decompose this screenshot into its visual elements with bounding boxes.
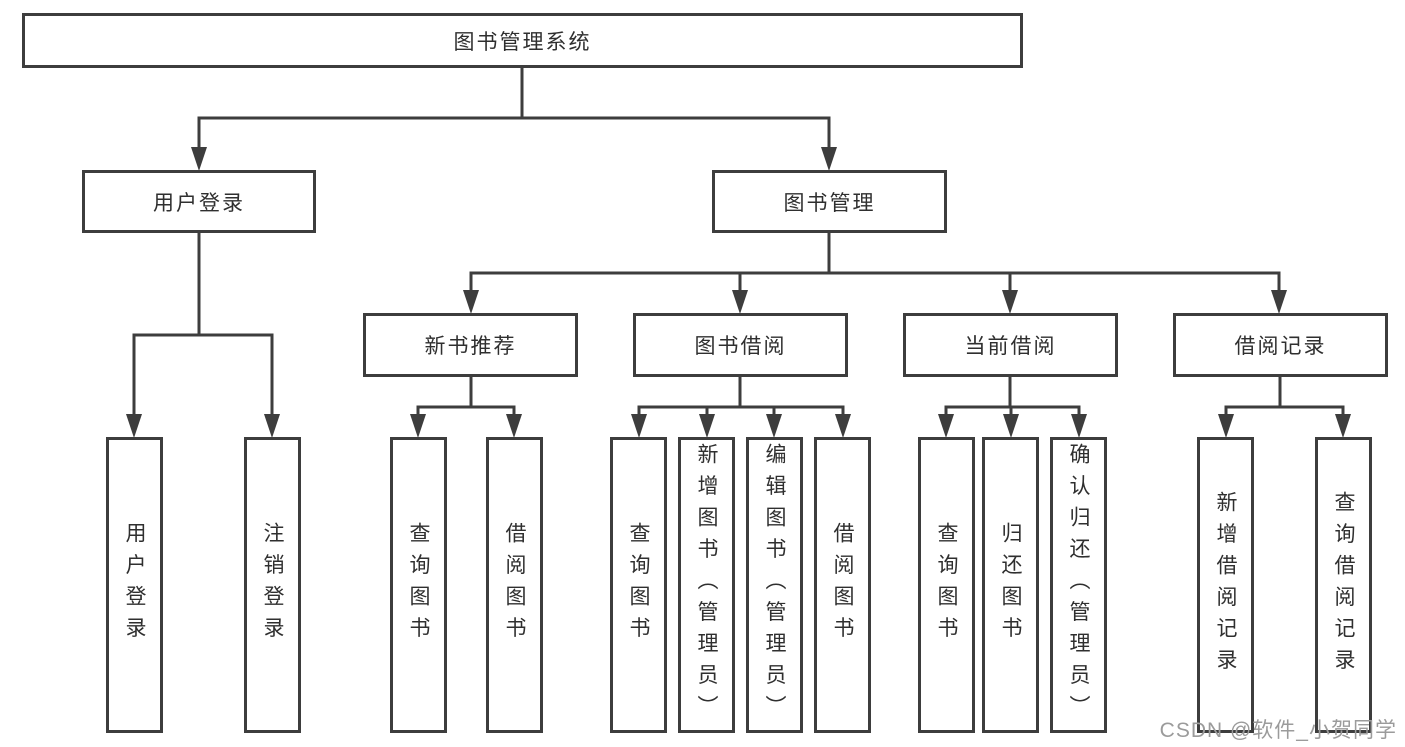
node-new-book-recommend: 新书推荐 xyxy=(363,313,578,377)
connector-root-to-level2 xyxy=(197,66,831,154)
arrow-down-icon xyxy=(631,414,647,438)
connector-new-book-branch xyxy=(416,374,516,420)
arrow-down-icon xyxy=(463,290,479,314)
leaf-confirm-return-admin: 确认归还（管理员） xyxy=(1050,437,1107,733)
connector-borrow-records-branch xyxy=(1224,374,1345,420)
arrow-down-icon xyxy=(1218,414,1234,438)
arrow-down-icon xyxy=(410,414,426,438)
node-book-borrow: 图书借阅 xyxy=(633,313,848,377)
node-library-management-system: 图书管理系统 xyxy=(22,13,1023,68)
node-borrow-records: 借阅记录 xyxy=(1173,313,1388,377)
arrow-down-icon xyxy=(821,147,837,171)
connector-book-borrow-branch xyxy=(637,374,845,420)
arrow-down-icon xyxy=(1071,414,1087,438)
arrow-down-icon xyxy=(732,290,748,314)
connector-current-borrow-branch xyxy=(944,374,1081,420)
arrow-down-icon xyxy=(766,414,782,438)
arrow-down-icon xyxy=(506,414,522,438)
leaf-borrow-books: 借阅图书 xyxy=(814,437,871,733)
leaf-query-books-current: 查询图书 xyxy=(918,437,975,733)
arrow-down-icon xyxy=(699,414,715,438)
leaf-add-books-admin: 新增图书（管理员） xyxy=(678,437,735,733)
leaf-edit-books-admin: 编辑图书（管理员） xyxy=(746,437,803,733)
arrow-down-icon xyxy=(1003,414,1019,438)
connector-user-login-branch xyxy=(132,231,274,420)
leaf-add-borrow-record: 新增借阅记录 xyxy=(1197,437,1254,733)
arrow-down-icon xyxy=(1271,290,1287,314)
node-user-login: 用户登录 xyxy=(82,170,316,233)
leaf-return-books: 归还图书 xyxy=(982,437,1039,733)
leaf-query-books-recommend: 查询图书 xyxy=(390,437,447,733)
node-current-borrow: 当前借阅 xyxy=(903,313,1118,377)
arrow-down-icon xyxy=(938,414,954,438)
leaf-logout: 注销登录 xyxy=(244,437,301,733)
connector-book-management-branch xyxy=(469,231,1281,296)
arrow-down-icon xyxy=(835,414,851,438)
leaf-query-borrow-record: 查询借阅记录 xyxy=(1315,437,1372,733)
leaf-query-books-borrow: 查询图书 xyxy=(610,437,667,733)
arrow-down-icon xyxy=(264,414,280,438)
leaf-user-login: 用户登录 xyxy=(106,437,163,733)
arrow-down-icon xyxy=(1335,414,1351,438)
leaf-borrow-books-recommend: 借阅图书 xyxy=(486,437,543,733)
arrow-down-icon xyxy=(191,147,207,171)
arrow-down-icon xyxy=(1002,290,1018,314)
node-book-management: 图书管理 xyxy=(712,170,947,233)
csdn-watermark: CSDN @软件_小贺同学 xyxy=(1159,719,1397,742)
arrow-down-icon xyxy=(126,414,142,438)
arrowheads xyxy=(126,147,1351,438)
